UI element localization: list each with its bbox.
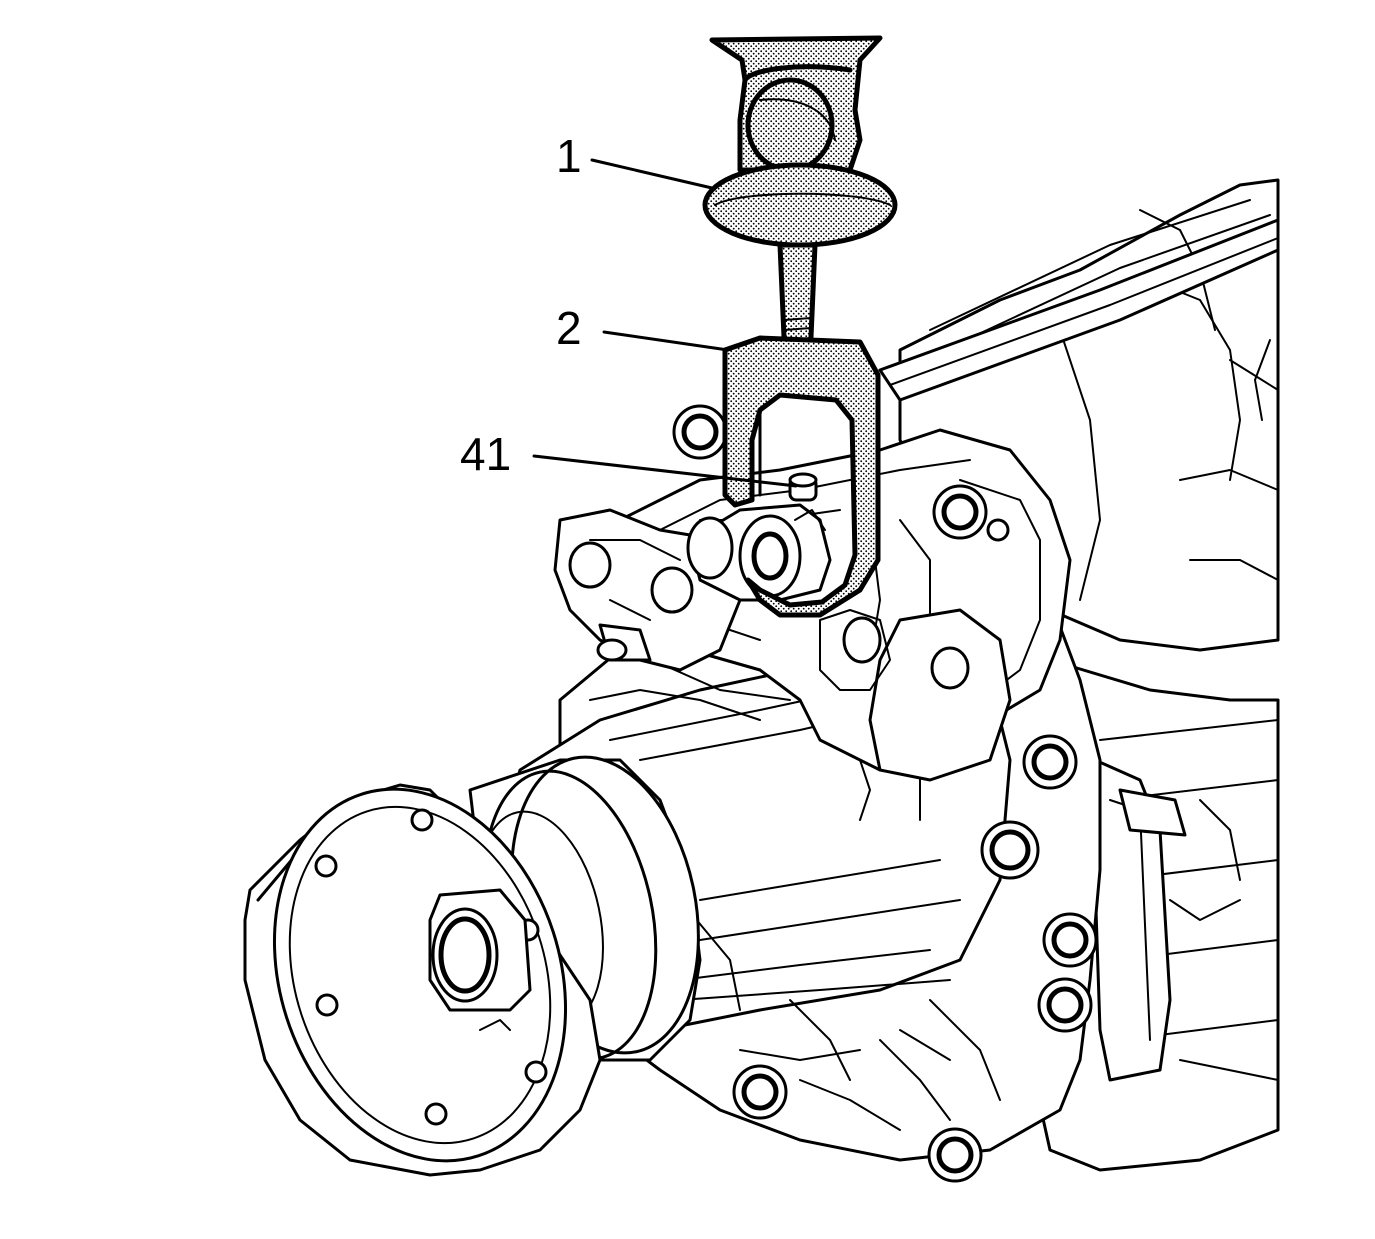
- transfer-case-housing: [498, 178, 1280, 1183]
- callout-leaders: [532, 158, 798, 488]
- callout-label-2: 2: [556, 302, 582, 354]
- callout-label-1: 1: [556, 130, 582, 182]
- slide-hammer-tool-1: [702, 35, 898, 363]
- callout-label-41: 41: [460, 428, 511, 480]
- bolt-heads: [672, 404, 1098, 1183]
- output-flange: [243, 755, 702, 1177]
